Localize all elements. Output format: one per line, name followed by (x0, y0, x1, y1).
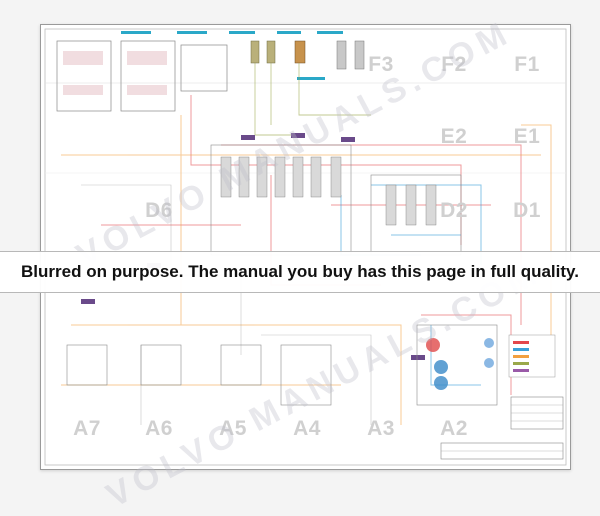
lower-left-components (66, 344, 332, 406)
sheet-frame (44, 28, 567, 466)
zone-f3: F3 (368, 53, 394, 76)
top-component-fill (63, 51, 167, 95)
title-block (440, 396, 564, 460)
zone-f2: F2 (441, 53, 467, 76)
top-cylinders (250, 40, 365, 70)
blur-notice-banner: Blurred on purpose. The manual you buy h… (0, 251, 600, 293)
zone-a4: A4 (293, 417, 321, 440)
grey-pilot-lines (81, 184, 372, 425)
pump-group (416, 324, 498, 406)
travel-motor-right-box (120, 40, 176, 112)
hydraulic-schematic (44, 28, 567, 466)
top-component-boxes (56, 40, 228, 112)
valve-spools (220, 156, 437, 226)
zone-f1: F1 (514, 53, 540, 76)
travel-motor-left-box (56, 40, 112, 112)
olive-hydraulic-lines (254, 63, 371, 136)
zone-a3: A3 (367, 417, 395, 440)
zone-d1: D1 (513, 199, 541, 222)
zone-a2: A2 (440, 417, 468, 440)
schematic-sheet: F3 F2 F1 E2 E1 D6 D2 D1 A7 A6 A5 A4 A3 A… (40, 13, 571, 515)
zone-a7: A7 (73, 417, 101, 440)
zone-d6: D6 (145, 199, 173, 222)
zone-a6: A6 (145, 417, 173, 440)
zone-e1: E1 (513, 125, 541, 148)
swing-motor-box (180, 44, 228, 92)
legend-box (508, 334, 556, 378)
zone-e2: E2 (440, 125, 468, 148)
zone-d2: D2 (440, 199, 468, 222)
zone-a5: A5 (219, 417, 247, 440)
top-labels-cyan (121, 31, 343, 80)
blur-notice-text: Blurred on purpose. The manual you buy h… (21, 262, 579, 281)
component-tags (81, 133, 425, 360)
